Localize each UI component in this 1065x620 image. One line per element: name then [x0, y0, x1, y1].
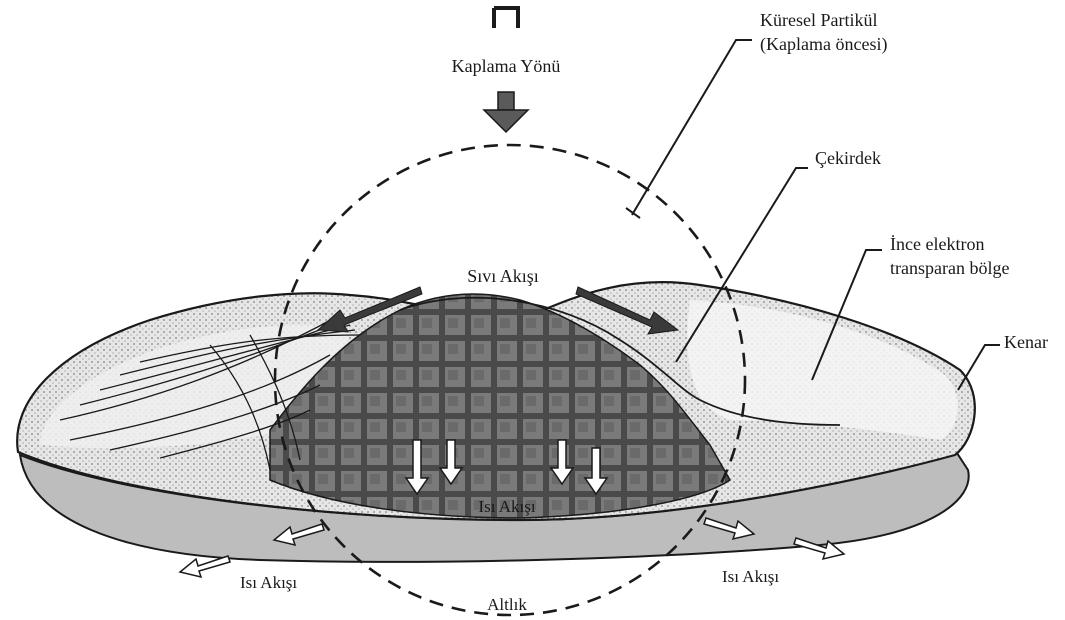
- heat-flow-left-label: Isı Akışı: [240, 573, 297, 592]
- spherical-particle-label: Küresel Partikül: [760, 10, 877, 30]
- coating-direction-label: Kaplama Yönü: [452, 56, 561, 76]
- edge-label: Kenar: [1004, 332, 1048, 352]
- leader-spherical-particle: [632, 40, 752, 215]
- coating-direction-glyph: [494, 8, 518, 28]
- thin-region-label: İnce elektron: [890, 234, 984, 254]
- thin-region-sublabel: transparan bölge: [890, 258, 1009, 278]
- heat-flow-right-label: Isı Akışı: [722, 567, 779, 586]
- substrate-label: Altlık: [487, 595, 527, 614]
- liquid-flow-label: Sıvı Akışı: [467, 266, 539, 286]
- core-label: Çekirdek: [815, 148, 881, 168]
- heat-flow-center-label: Isı Akışı: [478, 497, 535, 516]
- coating-direction-arrow: [484, 92, 528, 132]
- spherical-particle-sublabel: (Kaplama öncesi): [760, 34, 887, 55]
